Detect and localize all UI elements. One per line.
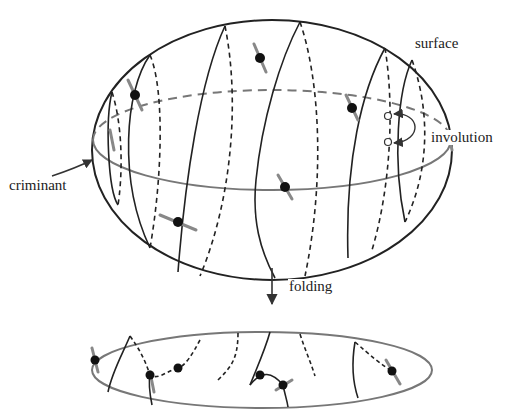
folding-label: folding (288, 279, 333, 294)
criminant-label: criminant (8, 178, 67, 193)
surface-label: surface (414, 36, 459, 51)
involution-label: involution (430, 130, 494, 145)
